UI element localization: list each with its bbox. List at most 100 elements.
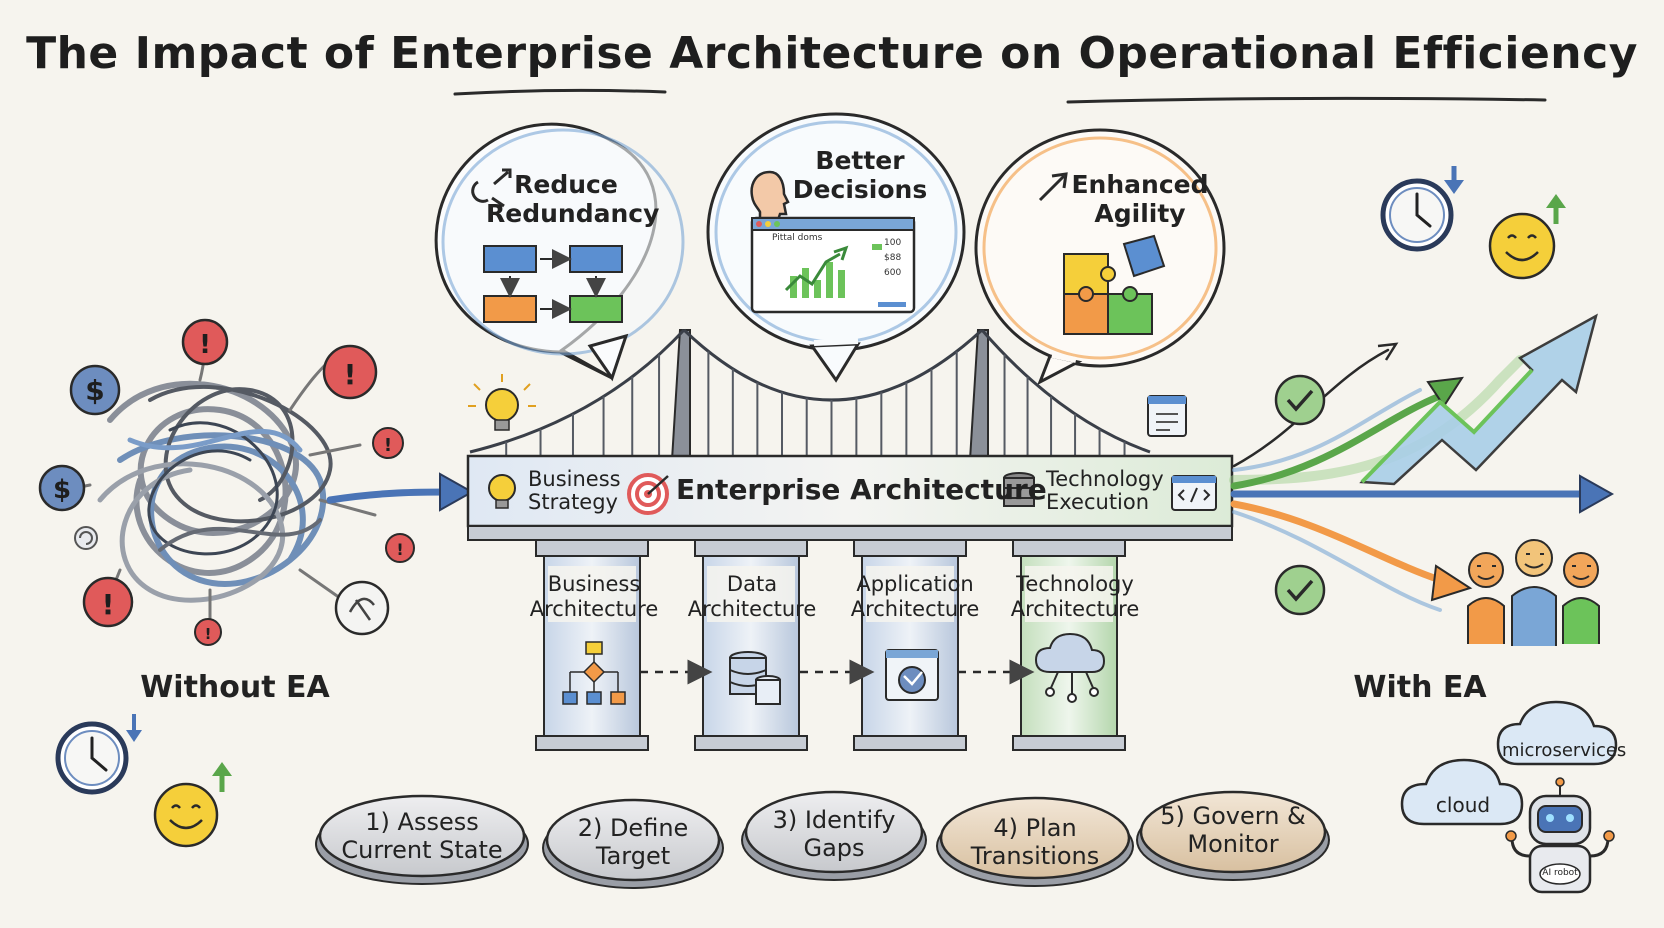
pillar-data-label: Data Architecture bbox=[682, 572, 822, 622]
bubble-line: Decisions bbox=[792, 175, 928, 204]
screen-title: Pittal doms bbox=[772, 233, 823, 243]
robot-label: AI robot bbox=[1542, 868, 1578, 878]
arrow-up-icon bbox=[1546, 194, 1566, 224]
puzzle-icon bbox=[1063, 234, 1166, 335]
bubble-enhanced-agility-text: Enhanced Agility bbox=[1070, 170, 1210, 228]
people-icon bbox=[1467, 539, 1600, 646]
with-ea-label: With EA bbox=[1353, 670, 1487, 705]
pillar-label-plate bbox=[866, 566, 954, 622]
stepping-stones bbox=[315, 790, 1330, 889]
pillar-application-label: Application Architecture bbox=[842, 572, 988, 622]
step-5-label: 5) Govern & Monitor bbox=[1148, 802, 1318, 858]
pillar-line: Architecture bbox=[850, 597, 980, 621]
input-arrow-head bbox=[439, 472, 475, 512]
pillar-technology-label: Technology Architecture bbox=[1002, 572, 1148, 622]
green-arrow-head bbox=[1426, 376, 1464, 408]
pillars bbox=[535, 539, 1126, 751]
screen-value: 600 bbox=[884, 268, 902, 278]
step-line: 5) Govern & bbox=[1160, 802, 1306, 830]
svg-text:$: $ bbox=[53, 475, 71, 505]
pillar-base bbox=[535, 735, 649, 751]
step-line: 2) Define bbox=[577, 814, 689, 842]
cloud-label: cloud bbox=[1435, 793, 1491, 817]
svg-text:!: ! bbox=[205, 625, 212, 643]
stepping-stone bbox=[744, 790, 924, 874]
alert-icon: ! bbox=[372, 427, 404, 459]
pillar-line: Architecture bbox=[1010, 597, 1140, 621]
svg-text:!: ! bbox=[396, 540, 403, 559]
input-arrow bbox=[326, 488, 454, 504]
deck-enterprise-architecture: Enterprise Architecture bbox=[676, 473, 1047, 506]
title-underline-right bbox=[1066, 96, 1547, 104]
step-line: 3) Identify bbox=[772, 806, 896, 834]
checkmark-icon bbox=[1274, 374, 1326, 426]
step-line: Transitions bbox=[970, 842, 1100, 870]
tangle-icon bbox=[73, 339, 377, 622]
pillar-capital bbox=[853, 539, 967, 557]
bubble-line: Enhanced bbox=[1071, 170, 1209, 199]
pillar-capital bbox=[535, 539, 649, 557]
document-icon bbox=[1147, 395, 1187, 437]
svg-text:!: ! bbox=[102, 588, 115, 621]
pillar-business-label: Business Architecture bbox=[524, 572, 664, 622]
pillar-capital bbox=[1012, 539, 1126, 557]
page-title: The Impact of Enterprise Architecture on… bbox=[26, 28, 1638, 79]
pillar-line: Business bbox=[547, 572, 641, 596]
small-arrow-head bbox=[1377, 342, 1399, 361]
bubble-line: Redundancy bbox=[486, 199, 660, 228]
app-window-icon bbox=[885, 649, 939, 701]
refresh-icon bbox=[74, 526, 98, 550]
step-2-label: 2) Define Target bbox=[558, 814, 708, 870]
deck-business-strategy: Business Strategy bbox=[528, 468, 638, 514]
smiley-icon bbox=[1488, 212, 1556, 280]
alert-icon: ! bbox=[82, 576, 134, 628]
pillar-line: Data bbox=[726, 572, 778, 596]
pillar-line: Application bbox=[856, 572, 974, 596]
screen-value: $88 bbox=[884, 253, 902, 263]
pillar-label-plate bbox=[1025, 566, 1113, 622]
step-1-label: 1) Assess Current State bbox=[332, 808, 512, 864]
deck-line: Execution bbox=[1046, 490, 1150, 514]
title-underline-left bbox=[453, 88, 667, 96]
flow-boxes-icon bbox=[483, 245, 623, 323]
bubble-better-decisions-text: Better Decisions bbox=[790, 146, 930, 204]
arrow-down-icon bbox=[126, 714, 142, 742]
clock-icon bbox=[55, 721, 129, 795]
bubble-line: Reduce bbox=[514, 170, 618, 199]
alert-icon: ! bbox=[181, 318, 229, 366]
pillar-capital bbox=[694, 539, 808, 557]
flowchart-icon bbox=[562, 641, 626, 705]
stepping-stone bbox=[318, 794, 526, 878]
cloud-microservices bbox=[1496, 700, 1618, 766]
step-line: Gaps bbox=[803, 834, 865, 862]
lightbulb-icon bbox=[488, 474, 516, 509]
recycle-icon bbox=[334, 580, 390, 636]
smiley-icon bbox=[153, 782, 219, 848]
bubble-line: Better bbox=[815, 146, 905, 175]
deck-line: Strategy bbox=[528, 490, 618, 514]
dollar-icon: $ bbox=[69, 364, 121, 416]
bubble-line: Agility bbox=[1094, 199, 1186, 228]
target-icon bbox=[627, 473, 669, 515]
screen-value: 100 bbox=[884, 238, 902, 248]
pillar-label-plate bbox=[548, 566, 636, 622]
svg-text:!: ! bbox=[344, 358, 357, 391]
blue-arrow-head bbox=[1579, 474, 1615, 514]
step-line: 4) Plan bbox=[993, 814, 1077, 842]
head-icon bbox=[750, 170, 790, 222]
bubble-enhanced-agility bbox=[974, 128, 1226, 386]
pillar-line: Architecture bbox=[529, 597, 659, 621]
pillar-line: Technology bbox=[1016, 572, 1134, 596]
deck-line: Technology bbox=[1046, 467, 1164, 491]
svg-text:!: ! bbox=[199, 330, 211, 360]
alert-icon: ! bbox=[322, 344, 378, 400]
growth-arrow-icon bbox=[1359, 313, 1598, 486]
stepping-stone bbox=[1139, 790, 1327, 874]
arrow-up-icon bbox=[212, 762, 232, 792]
step-line: Target bbox=[595, 842, 671, 870]
code-window-icon bbox=[1171, 475, 1217, 511]
dollar-icon: $ bbox=[38, 464, 86, 512]
pillar-label-plate bbox=[707, 566, 795, 622]
clock-icon bbox=[1380, 178, 1454, 252]
